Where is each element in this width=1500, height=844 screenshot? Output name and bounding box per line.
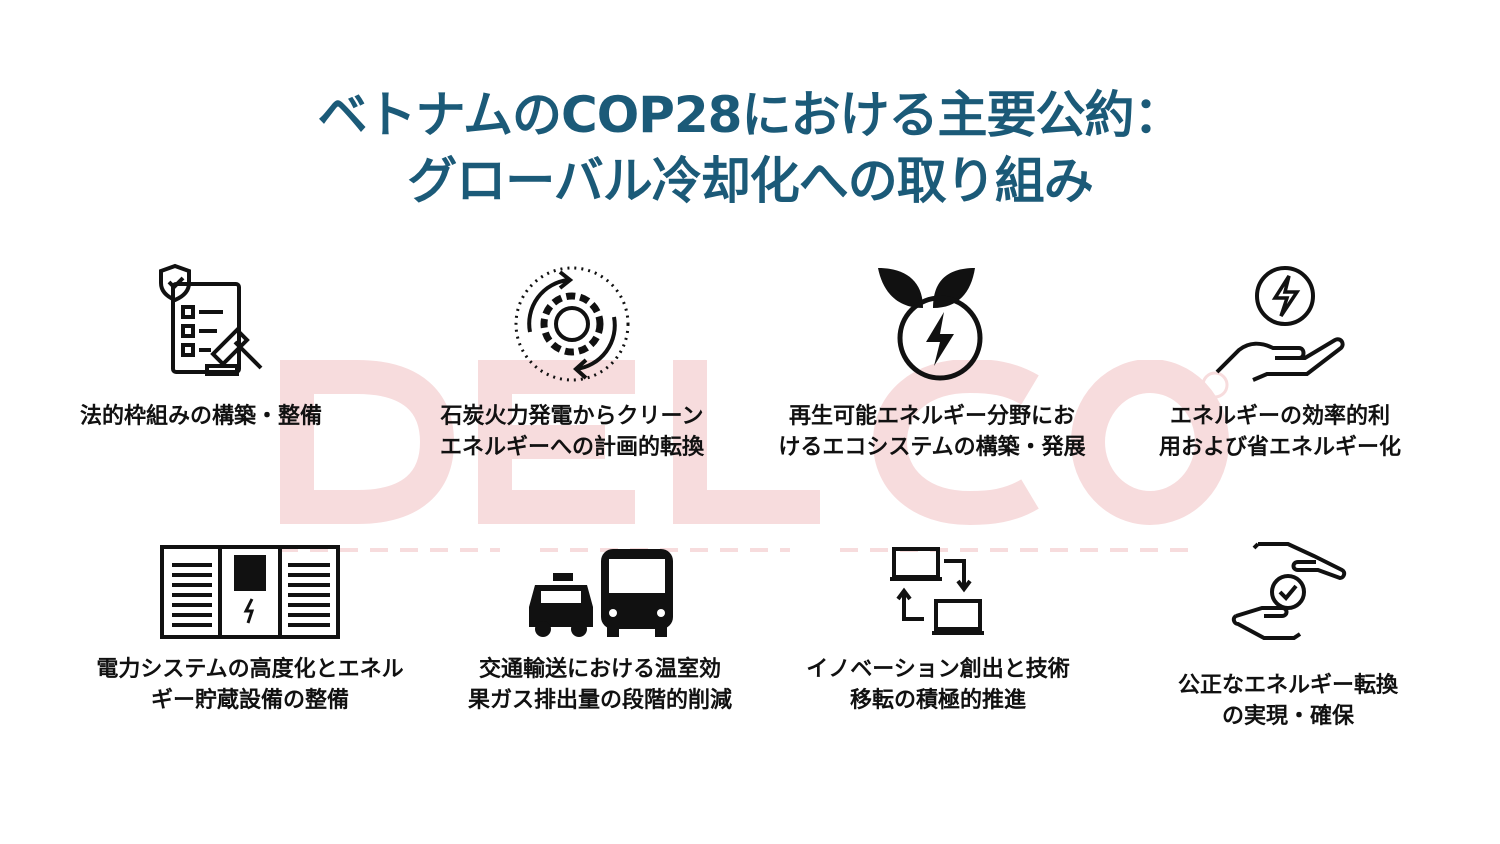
label-line: 再生可能エネルギー分野にお bbox=[788, 404, 1075, 429]
item-label: エネルギーの効率的利用および省エネルギー化 bbox=[1110, 401, 1450, 463]
title-line-2: グローバル冷却化への取り組み bbox=[407, 152, 1094, 210]
item-energy-efficiency: エネルギーの効率的利用および省エネルギー化 bbox=[1110, 262, 1450, 463]
label-line: けるエコシステムの構築・発展 bbox=[778, 435, 1086, 460]
hand-energy-icon bbox=[1215, 266, 1345, 382]
power-storage-cabinet-icon bbox=[160, 545, 340, 639]
title-line-1: ベトナムのCOP28における主要公約： bbox=[317, 86, 1184, 144]
label-line: 用および省エネルギー化 bbox=[1158, 435, 1401, 460]
legal-checklist-gavel-icon bbox=[159, 263, 263, 376]
item-coal-to-clean: 石炭火力発電からクリーンエネルギーへの計画的転換 bbox=[402, 262, 742, 463]
label-line: イノベーション創出と技術 bbox=[806, 657, 1070, 682]
item-renewable-ecosystem: 再生可能エネルギー分野におけるエコシステムの構築・発展 bbox=[762, 262, 1102, 463]
item-label: 電力システムの高度化とエネルギー貯蔵設備の整備 bbox=[80, 654, 420, 716]
label-line: 交通輸送における温室効 bbox=[478, 657, 721, 682]
label-line: エネルギーの効率的利 bbox=[1169, 404, 1390, 429]
label-line: 法的枠組みの構築・整備 bbox=[80, 404, 323, 429]
label-line: の実現・確保 bbox=[1221, 704, 1354, 729]
label-line: 移転の積極的推進 bbox=[849, 688, 1026, 713]
label-line: ギー貯蔵設備の整備 bbox=[150, 688, 349, 713]
label-line: エネルギーへの計画的転換 bbox=[439, 435, 704, 460]
leaf-energy-icon bbox=[877, 268, 982, 381]
page-title: ベトナムのCOP28における主要公約： グローバル冷却化への取り組み bbox=[0, 82, 1500, 214]
laptop-transfer-icon bbox=[890, 547, 984, 635]
label-line: 石炭火力発電からクリーン bbox=[440, 404, 704, 429]
item-label: 交通輸送における温室効果ガス排出量の段階的削減 bbox=[430, 654, 770, 716]
taxi-bus-icon bbox=[529, 549, 673, 637]
label-line: 公正なエネルギー転換 bbox=[1177, 673, 1398, 698]
item-innovation-transfer: イノベーション創出と技術移転の積極的推進 bbox=[768, 545, 1108, 716]
item-legal-framework: 法的枠組みの構築・整備 bbox=[42, 262, 382, 432]
hands-check-icon bbox=[1231, 542, 1347, 640]
item-label: イノベーション創出と技術移転の積極的推進 bbox=[768, 654, 1108, 716]
item-label: 石炭火力発電からクリーンエネルギーへの計画的転換 bbox=[402, 401, 742, 463]
item-label: 再生可能エネルギー分野におけるエコシステムの構築・発展 bbox=[762, 401, 1102, 463]
item-label: 法的枠組みの構築・整備 bbox=[42, 401, 382, 432]
item-transport-emissions: 交通輸送における温室効果ガス排出量の段階的削減 bbox=[430, 545, 770, 716]
gear-cycle-icon bbox=[514, 266, 629, 382]
item-label: 公正なエネルギー転換の実現・確保 bbox=[1118, 670, 1458, 732]
item-power-storage: 電力システムの高度化とエネルギー貯蔵設備の整備 bbox=[80, 545, 420, 716]
item-just-transition: 公正なエネルギー転換の実現・確保 bbox=[1118, 538, 1458, 732]
label-line: 果ガス排出量の段階的削減 bbox=[467, 688, 732, 713]
label-line: 電力システムの高度化とエネル bbox=[96, 657, 404, 682]
